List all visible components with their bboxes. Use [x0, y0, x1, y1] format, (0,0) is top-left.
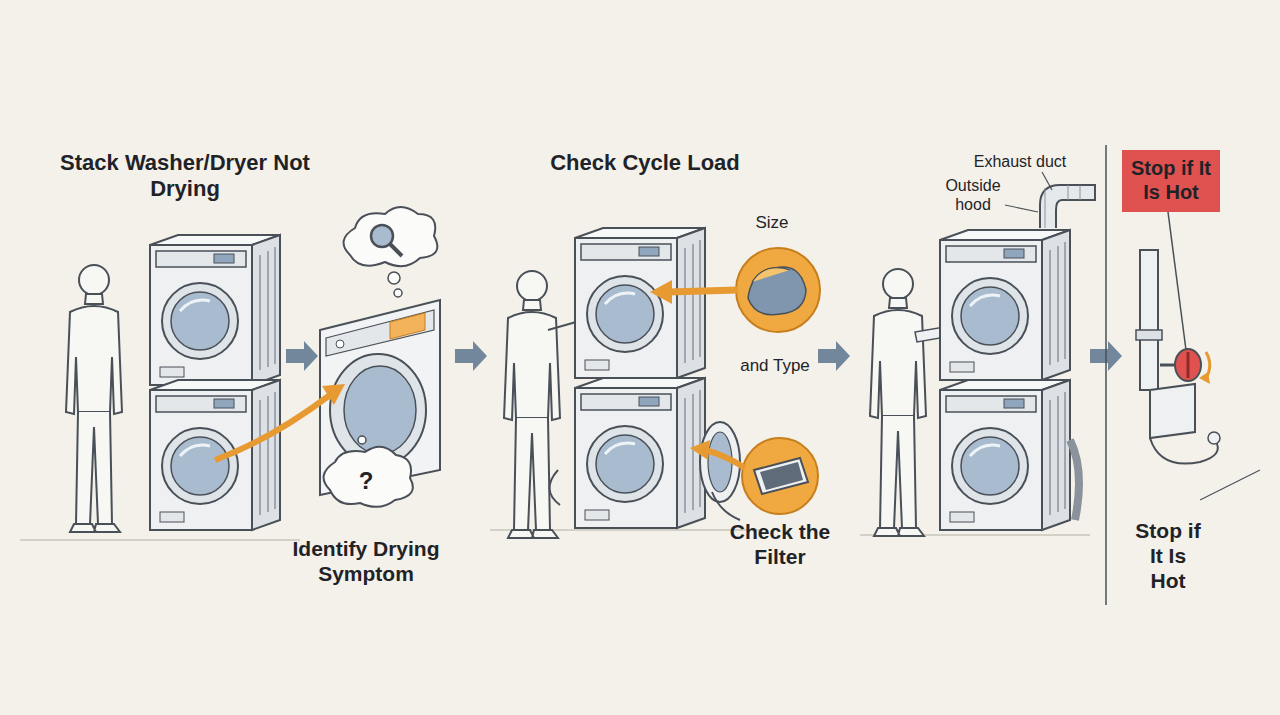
floor-line: [20, 539, 300, 541]
washer-unit: [150, 235, 280, 385]
highlight-arrow: [322, 384, 345, 405]
warning-text: Stop if It Is Hot: [1127, 157, 1215, 204]
dryer-unit: [575, 228, 705, 378]
flow-arrow: [286, 341, 318, 371]
leader-line: [712, 492, 740, 520]
text-label: Outside hood: [938, 176, 1008, 214]
text-label: Stack Washer/Dryer Not Drying: [60, 150, 310, 203]
person-figure: [870, 269, 926, 536]
washer-unit: [940, 380, 1070, 530]
text-label: ?: [352, 467, 380, 496]
thought-bubble: [324, 436, 413, 507]
gas-pipe: [1136, 250, 1220, 464]
text-label: Size: [742, 213, 802, 233]
warning-box: Stop if It Is Hot: [1122, 150, 1220, 212]
hose: [549, 470, 560, 505]
load-callout: [650, 248, 820, 332]
leader-line: [1042, 172, 1052, 190]
text-label: Exhaust duct: [955, 152, 1085, 171]
wall-line: [1200, 470, 1260, 500]
leader-line: [1168, 212, 1186, 350]
person-figure: [504, 271, 560, 538]
text-label: Check the Filter: [718, 519, 842, 569]
divider-line: [1105, 145, 1107, 605]
highlight-arrow: [215, 395, 330, 460]
leader-line: [1005, 205, 1038, 212]
text-label: Identify Drying Symptom: [268, 536, 464, 586]
flow-arrow: [818, 341, 850, 371]
dryer-unit: [150, 380, 280, 530]
flow-arrow: [455, 341, 487, 371]
person-figure: [66, 265, 122, 532]
text-label: and Type: [730, 356, 820, 376]
filter-callout: [690, 438, 818, 514]
duct-back: [1070, 440, 1079, 520]
washer-unit: [575, 378, 705, 528]
exhaust-duct: [1040, 185, 1095, 228]
thought-bubble: [344, 207, 438, 297]
text-label: Stop if It Is Hot: [1130, 518, 1206, 594]
dryer-unit: [940, 230, 1070, 380]
text-label: Check Cycle Load: [535, 150, 755, 176]
